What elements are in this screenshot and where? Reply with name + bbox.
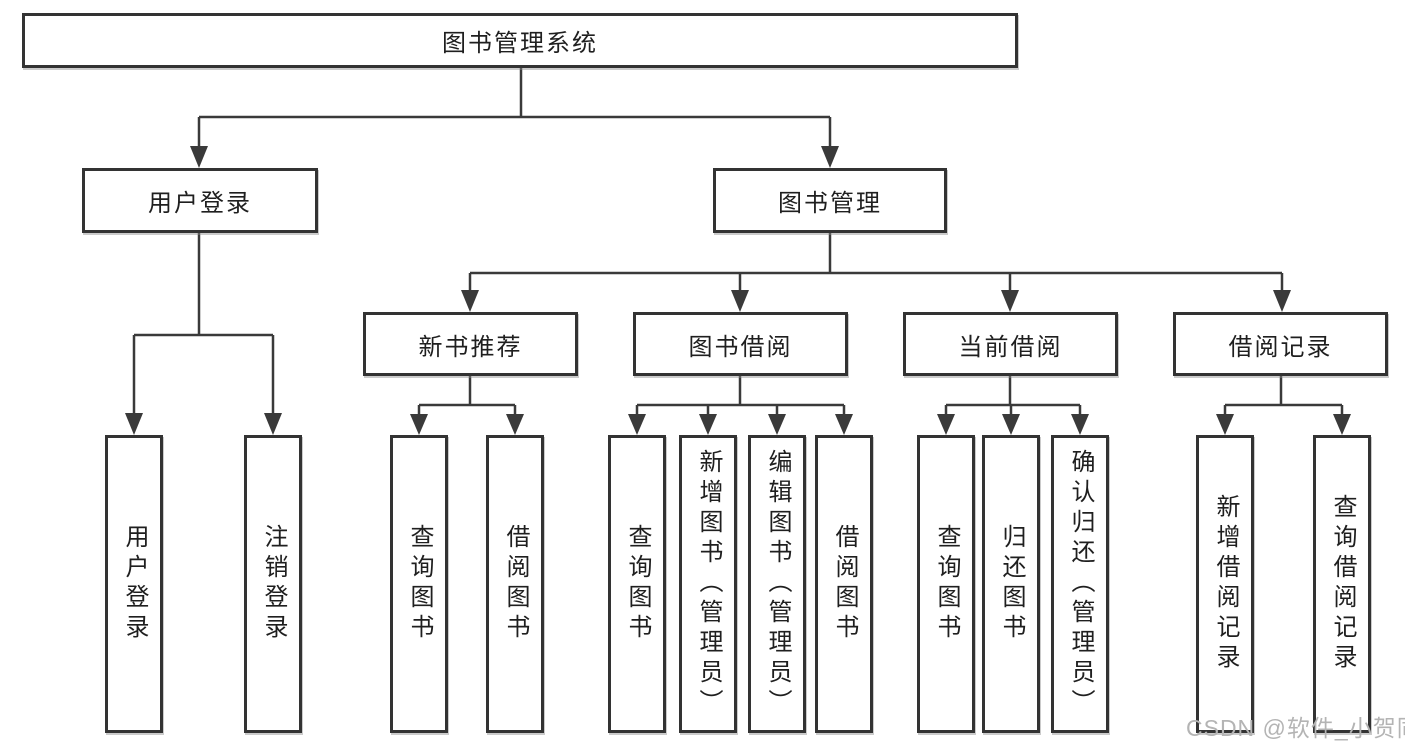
node-book-borrowing: 图书借阅 <box>633 312 848 376</box>
node-user-login-label: 用户登录 <box>148 190 252 217</box>
leaf-query-books-2: 查询图书 <box>608 435 666 733</box>
leaf-query-books-2-label: 查询图书 <box>624 524 651 644</box>
leaf-logout: 注销登录 <box>244 435 302 733</box>
node-root: 图书管理系统 <box>22 13 1018 68</box>
node-book-management-label: 图书管理 <box>778 190 882 217</box>
leaf-add-borrow-record: 新增借阅记录 <box>1196 435 1254 733</box>
leaf-borrow-books-2: 借阅图书 <box>815 435 873 733</box>
leaf-user-login-label: 用户登录 <box>121 524 148 644</box>
leaf-query-borrow-record-label: 查询借阅记录 <box>1329 494 1356 674</box>
leaf-add-borrow-record-label: 新增借阅记录 <box>1212 494 1239 674</box>
leaf-return-books-label: 归还图书 <box>998 524 1025 644</box>
node-root-label: 图书管理系统 <box>442 30 598 57</box>
leaf-query-books-3-label: 查询图书 <box>933 524 960 644</box>
node-current-borrowing-label: 当前借阅 <box>958 333 1063 361</box>
node-user-login: 用户登录 <box>82 168 318 233</box>
leaf-confirm-return-admin-label: 确认归还（管理员） <box>1067 449 1094 719</box>
leaf-edit-books-admin: 编辑图书（管理员） <box>748 435 806 733</box>
leaf-user-login: 用户登录 <box>105 435 163 733</box>
leaf-query-borrow-record: 查询借阅记录 <box>1313 435 1371 733</box>
leaf-add-books-admin-label: 新增图书（管理员） <box>695 449 722 719</box>
leaf-borrow-books-1-label: 借阅图书 <box>502 524 529 644</box>
node-book-management: 图书管理 <box>713 168 947 233</box>
leaf-query-books-3: 查询图书 <box>917 435 975 733</box>
leaf-query-books-1-label: 查询图书 <box>406 524 433 644</box>
leaf-add-books-admin: 新增图书（管理员） <box>679 435 737 733</box>
node-borrowing-records: 借阅记录 <box>1173 312 1388 376</box>
node-new-book-recommend-label: 新书推荐 <box>418 333 523 361</box>
leaf-return-books: 归还图书 <box>982 435 1040 733</box>
leaf-borrow-books-2-label: 借阅图书 <box>831 524 858 644</box>
node-borrowing-records-label: 借阅记录 <box>1228 333 1333 361</box>
csdn-watermark: CSDN @软件_小贺同学 <box>1186 715 1405 741</box>
leaf-logout-label: 注销登录 <box>260 524 287 644</box>
node-current-borrowing: 当前借阅 <box>903 312 1118 376</box>
leaf-query-books-1: 查询图书 <box>390 435 448 733</box>
node-new-book-recommend: 新书推荐 <box>363 312 578 376</box>
leaf-confirm-return-admin: 确认归还（管理员） <box>1051 435 1109 733</box>
node-book-borrowing-label: 图书借阅 <box>688 333 793 361</box>
leaf-edit-books-admin-label: 编辑图书（管理员） <box>764 449 791 719</box>
leaf-borrow-books-1: 借阅图书 <box>486 435 544 733</box>
